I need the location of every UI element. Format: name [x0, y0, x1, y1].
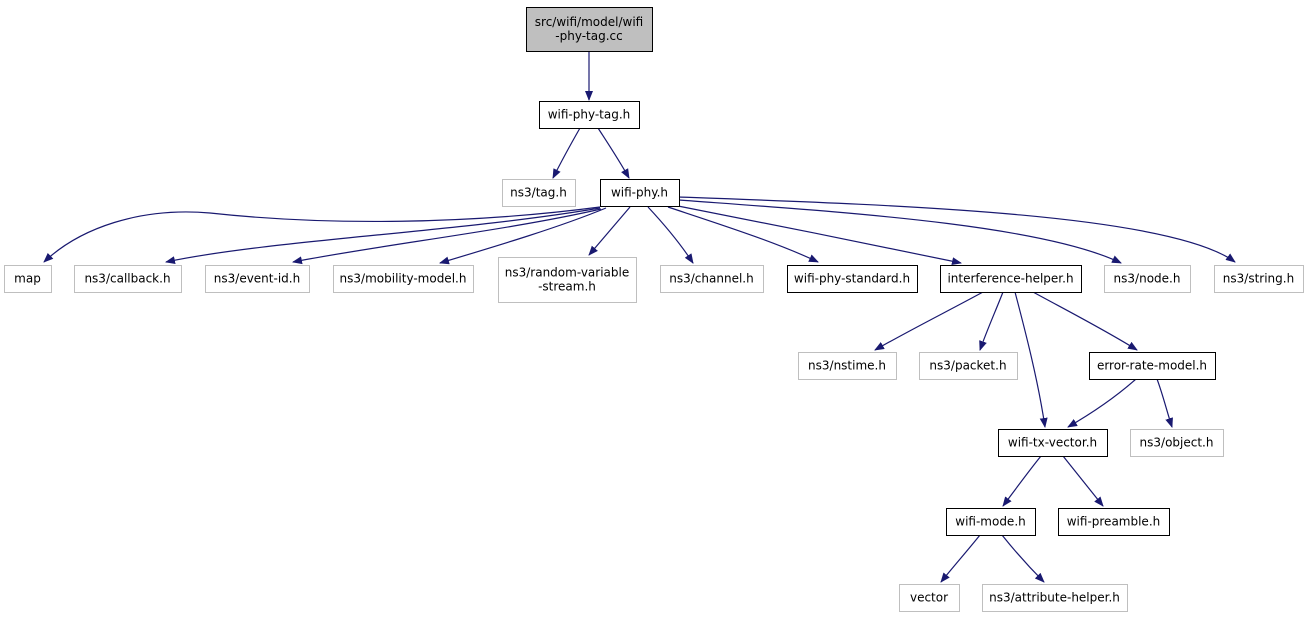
node-box — [1058, 508, 1170, 536]
node-label: ns3/mobility-model.h — [340, 272, 467, 286]
edge-wifi-phy-h-to-map — [43, 206, 601, 263]
edge-wifi-phy-tag-h-to-ns3-tag-h — [552, 127, 581, 179]
node-wifi-phy-h[interactable]: wifi-phy.h — [600, 179, 680, 207]
node-root[interactable]: src/wifi/model/wifi-phy-tag.cc — [526, 7, 653, 52]
node-ns3-callback-h: ns3/callback.h — [74, 265, 182, 293]
node-wifi-phy-standard-h[interactable]: wifi-phy-standard.h — [787, 265, 918, 293]
node-box — [1130, 429, 1224, 457]
node-ns3-event-id-h: ns3/event-id.h — [205, 265, 310, 293]
node-label: -stream.h — [538, 280, 596, 294]
node-ns3-channel-h: ns3/channel.h — [660, 265, 764, 293]
node-label: wifi-preamble.h — [1067, 515, 1161, 529]
node-box — [660, 265, 764, 293]
node-ns3-object-h: ns3/object.h — [1130, 429, 1224, 457]
node-label: wifi-tx-vector.h — [1008, 436, 1097, 450]
node-box — [998, 429, 1108, 457]
node-label: -phy-tag.cc — [555, 29, 622, 43]
node-box — [526, 7, 653, 52]
node-ns3-random-variable-stream-h: ns3/random-variable-stream.h — [498, 257, 637, 303]
node-box — [919, 352, 1018, 380]
node-label: wifi-phy.h — [611, 186, 668, 200]
edge-error-rate-model-h-to-ns3-object-h — [1156, 378, 1173, 428]
node-ns3-mobility-model-h: ns3/mobility-model.h — [333, 265, 474, 293]
node-label: error-rate-model.h — [1097, 359, 1207, 373]
edge-wifi-phy-h-to-ns3-mobility-model-h — [439, 207, 607, 265]
edge-wifi-phy-h-to-ns3-event-id-h — [292, 208, 602, 265]
edge-wifi-phy-h-to-ns3-node-h — [678, 199, 1122, 264]
node-label: ns3/string.h — [1223, 272, 1294, 286]
edge-wifi-phy-h-to-ns3-random-variable-stream-h — [588, 206, 631, 256]
node-label: wifi-phy-tag.h — [548, 108, 631, 122]
node-label: wifi-phy-standard.h — [794, 272, 910, 286]
node-label: ns3/random-variable — [505, 266, 630, 280]
node-box — [946, 508, 1036, 536]
node-label: ns3/object.h — [1140, 436, 1214, 450]
node-label: ns3/nstime.h — [808, 359, 886, 373]
edge-interference-helper-h-to-ns3-packet-h — [979, 291, 1004, 351]
edge-interference-helper-h-to-wifi-tx-vector-h — [1014, 291, 1048, 428]
node-label: ns3/packet.h — [929, 359, 1006, 373]
node-ns3-attribute-helper-h: ns3/attribute-helper.h — [982, 584, 1128, 612]
node-box — [600, 179, 680, 207]
node-box — [798, 352, 897, 380]
node-box — [1089, 352, 1216, 380]
node-label: vector — [910, 591, 948, 605]
node-box — [1214, 265, 1304, 293]
node-box — [4, 265, 52, 293]
edge-wifi-mode-h-to-ns3-attribute-helper-h — [1001, 534, 1045, 583]
node-label: src/wifi/model/wifi — [535, 15, 643, 29]
node-box — [205, 265, 310, 293]
node-vector: vector — [899, 584, 960, 612]
edge-interference-helper-h-to-error-rate-model-h — [1032, 291, 1138, 351]
node-box — [940, 265, 1082, 293]
edges — [43, 51, 1236, 583]
node-ns3-node-h: ns3/node.h — [1104, 265, 1191, 293]
node-label: ns3/tag.h — [510, 186, 567, 200]
node-wifi-preamble-h[interactable]: wifi-preamble.h — [1058, 508, 1170, 536]
edge-wifi-phy-h-to-ns3-channel-h — [647, 206, 694, 264]
node-ns3-nstime-h: ns3/nstime.h — [798, 352, 897, 380]
edge-wifi-phy-tag-h-to-wifi-phy-h — [597, 127, 630, 179]
node-wifi-phy-tag-h[interactable]: wifi-phy-tag.h — [539, 101, 640, 129]
node-box — [539, 101, 640, 129]
edge-wifi-phy-h-to-ns3-string-h — [678, 196, 1236, 263]
edge-interference-helper-h-to-ns3-nstime-h — [874, 291, 984, 351]
node-label: map — [14, 272, 41, 286]
node-box — [982, 584, 1128, 612]
edge-wifi-tx-vector-h-to-wifi-mode-h — [1002, 455, 1042, 507]
edge-error-rate-model-h-to-wifi-tx-vector-h — [1067, 378, 1137, 428]
node-label: ns3/channel.h — [669, 272, 753, 286]
node-box — [1104, 265, 1191, 293]
edge-wifi-phy-h-to-interference-helper-h — [677, 205, 962, 266]
node-label: ns3/node.h — [1114, 272, 1181, 286]
node-box — [502, 179, 576, 207]
node-ns3-string-h: ns3/string.h — [1214, 265, 1304, 293]
node-ns3-tag-h: ns3/tag.h — [502, 179, 576, 207]
node-map: map — [4, 265, 52, 293]
node-box — [899, 584, 960, 612]
node-wifi-mode-h[interactable]: wifi-mode.h — [946, 508, 1036, 536]
edge-wifi-phy-h-to-wifi-phy-standard-h — [667, 206, 819, 263]
node-interference-helper-h[interactable]: interference-helper.h — [940, 265, 1082, 293]
node-label: wifi-mode.h — [955, 515, 1026, 529]
node-label: ns3/callback.h — [84, 272, 170, 286]
node-label: interference-helper.h — [947, 272, 1073, 286]
node-error-rate-model-h[interactable]: error-rate-model.h — [1089, 352, 1216, 380]
node-box — [333, 265, 474, 293]
node-wifi-tx-vector-h[interactable]: wifi-tx-vector.h — [998, 429, 1108, 457]
node-label: ns3/event-id.h — [214, 272, 300, 286]
node-label: ns3/attribute-helper.h — [989, 591, 1120, 605]
node-box — [787, 265, 918, 293]
edge-wifi-mode-h-to-vector — [940, 534, 981, 583]
nodes: src/wifi/model/wifi-phy-tag.cc wifi-phy-t… — [4, 7, 1304, 612]
edge-wifi-tx-vector-h-to-wifi-preamble-h — [1062, 455, 1104, 507]
node-box — [498, 257, 637, 303]
node-box — [74, 265, 182, 293]
node-ns3-packet-h: ns3/packet.h — [919, 352, 1018, 380]
edge-wifi-phy-h-to-ns3-callback-h — [165, 207, 601, 265]
